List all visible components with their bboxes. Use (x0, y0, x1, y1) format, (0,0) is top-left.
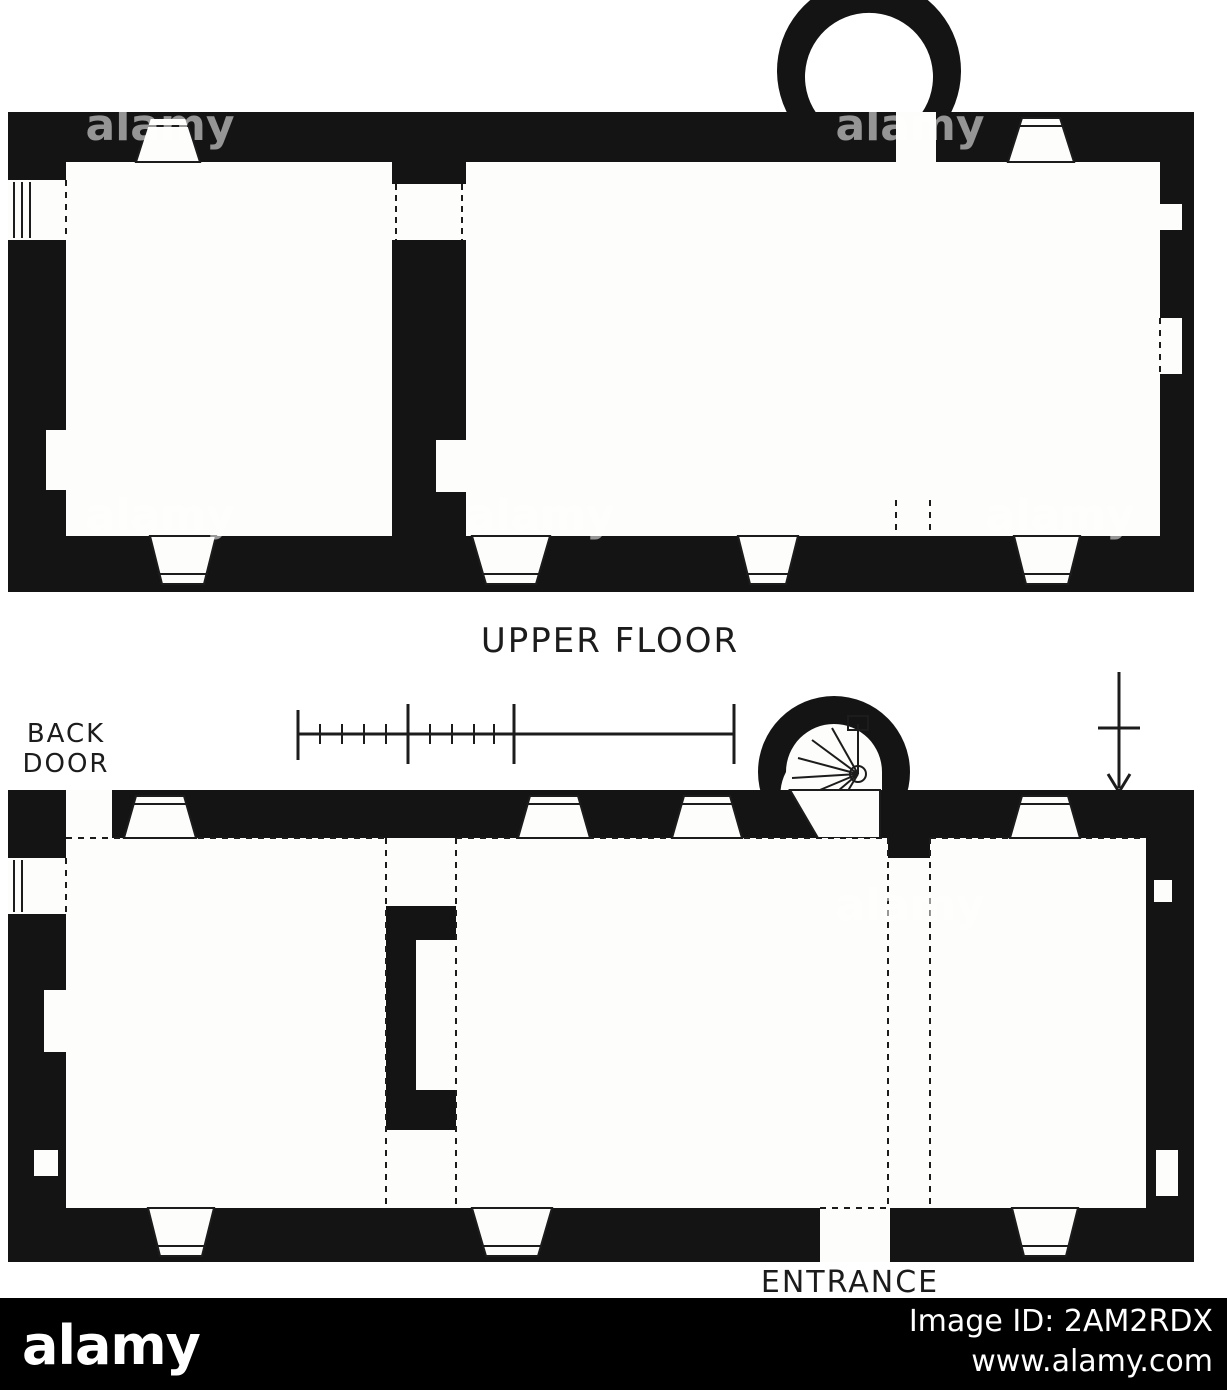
lower-entrance-passage (888, 858, 930, 1208)
site-url: www.alamy.com (971, 1344, 1213, 1379)
upper-floor-plan (8, 0, 1194, 592)
upper-stair-turret (777, 0, 961, 118)
upper-floor-label: UPPER FLOOR (481, 621, 739, 661)
back-door-label-line1: BACK (27, 719, 105, 749)
watermark: alamy (986, 490, 1135, 541)
watermark: alamy (466, 490, 615, 541)
watermark-layer: alamy alamy alamy alamy alamy alamy (86, 100, 1135, 931)
stock-footer: alamy Image ID: 2AM2RDX www.alamy.com (0, 1298, 1227, 1390)
entrance-label: ENTRANCE (761, 1265, 939, 1298)
alamy-logo: alamy (22, 1314, 201, 1377)
watermark: alamy (836, 100, 985, 151)
image-id: Image ID: 2AM2RDX (908, 1304, 1213, 1339)
back-door-opening (66, 790, 112, 838)
upper-room-east (466, 162, 1160, 536)
lower-north-windows (122, 795, 1082, 839)
upper-north-windows (134, 117, 1076, 163)
lower-room-centre (456, 838, 888, 1208)
lower-floor-plan (8, 696, 1194, 1262)
image-identifier: Image ID: 2AM2RDX www.alamy.com (909, 1302, 1213, 1382)
watermark: alamy (86, 490, 235, 541)
lower-room-east (930, 838, 1146, 1208)
watermark: alamy (86, 100, 235, 151)
back-door-label-line2: DOOR (22, 749, 109, 779)
floor-plan-drawing: UPPER FLOOR BACK DOOR (8, 0, 1194, 1298)
scale-bar (296, 704, 736, 764)
watermark: alamy (836, 880, 985, 931)
upper-south-windows (148, 535, 1082, 585)
north-arrow-icon (1098, 672, 1140, 795)
entrance-doorway (820, 1208, 890, 1262)
upper-room-west (66, 162, 392, 536)
lower-room-west (66, 838, 386, 1208)
upper-partition-door (392, 184, 466, 240)
